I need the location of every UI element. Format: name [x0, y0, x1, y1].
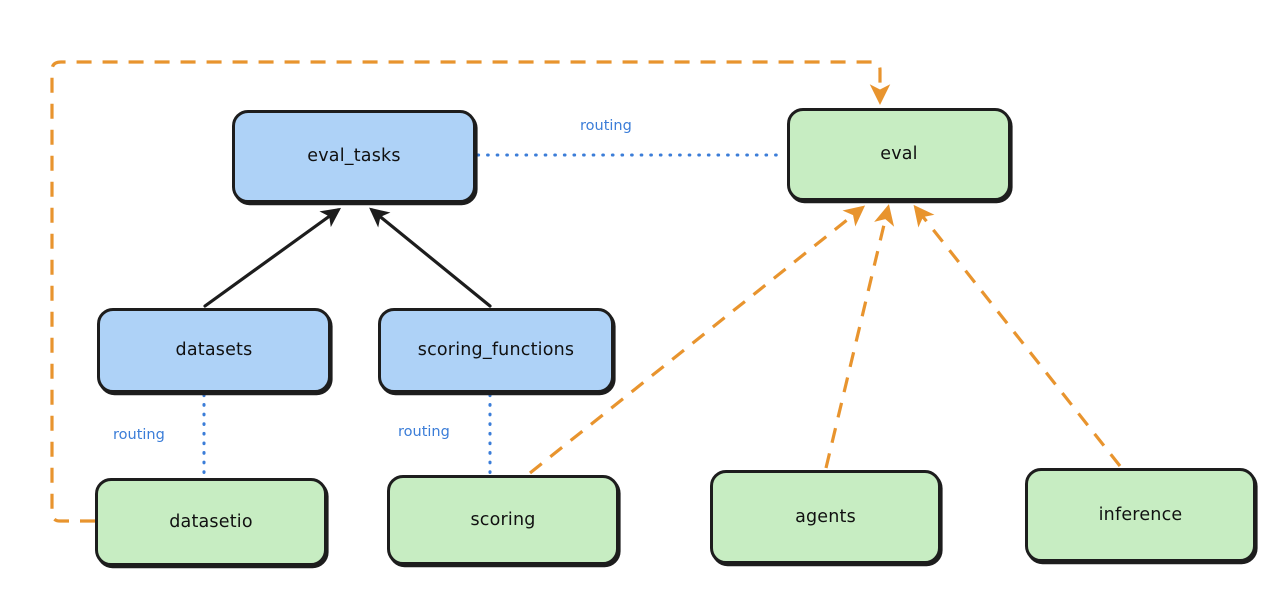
edge-scoring-functions-to-eval-tasks: [369, 207, 492, 308]
node-inference[interactable]: inference: [1025, 468, 1256, 562]
node-label-inference: inference: [1098, 504, 1183, 525]
edge-label-routing-eval-tasks: routing: [580, 118, 632, 134]
node-label-scoring: scoring: [470, 509, 536, 530]
edge-agents-to-eval: [824, 204, 895, 469]
node-datasets[interactable]: datasets: [97, 308, 331, 393]
node-label-scoring-functions: scoring_functions: [417, 340, 575, 361]
node-scoring-functions[interactable]: scoring_functions: [378, 308, 614, 393]
node-eval[interactable]: eval: [787, 108, 1011, 201]
node-label-datasetio: datasetio: [169, 511, 253, 532]
node-label-eval: eval: [880, 144, 918, 165]
edge-label-routing-datasets: routing: [113, 427, 165, 443]
node-scoring[interactable]: scoring: [387, 475, 619, 565]
node-label-agents: agents: [795, 506, 856, 527]
node-eval-tasks[interactable]: eval_tasks: [232, 110, 476, 203]
node-label-datasets: datasets: [175, 340, 253, 361]
node-agents[interactable]: agents: [710, 470, 941, 564]
edge-label-routing-scoring-functions: routing: [398, 424, 450, 440]
edge-datasets-to-eval-tasks: [203, 207, 342, 308]
node-datasetio[interactable]: datasetio: [95, 478, 327, 566]
node-label-eval-tasks: eval_tasks: [307, 146, 401, 167]
edge-inference-to-eval: [913, 204, 1122, 467]
